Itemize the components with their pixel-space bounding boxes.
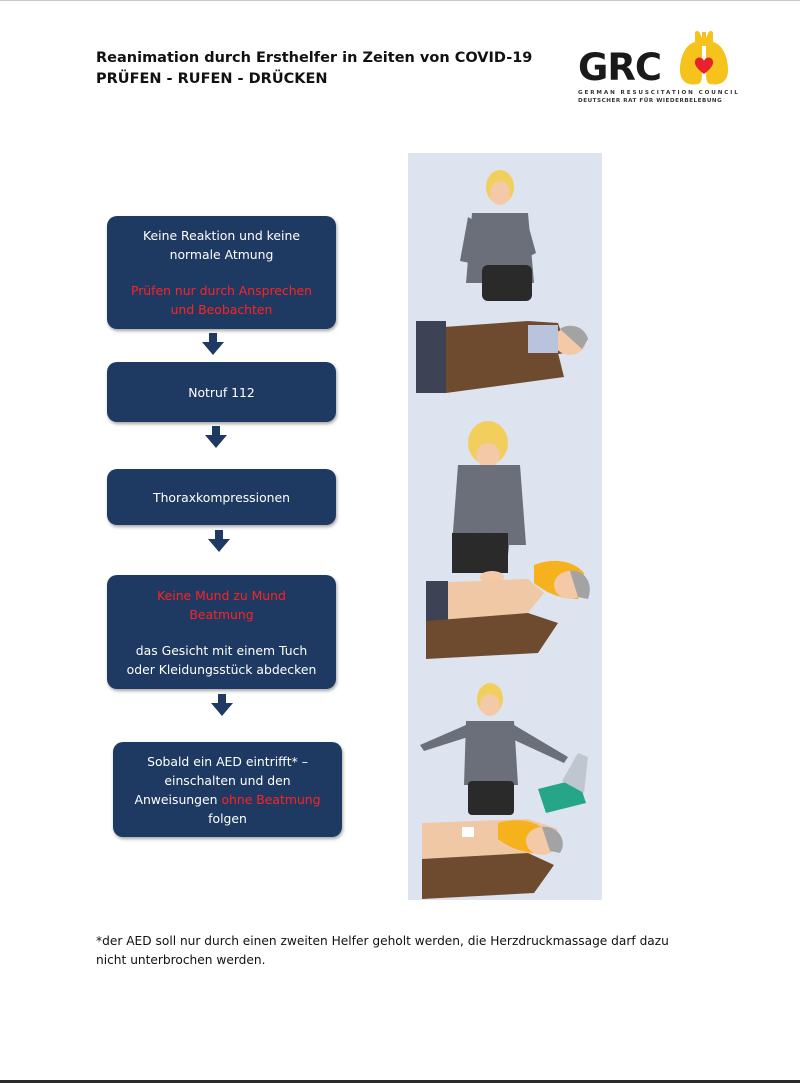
scene-calling <box>416 170 588 393</box>
down-arrow-icon <box>202 333 224 355</box>
step-4-line-2: oder Kleidungsstück abdecken <box>126 661 317 677</box>
step-4-line-1: das Gesicht mit einem Tuch <box>135 642 308 658</box>
step-aed: Sobald ein AED eintrifft* – einschalten … <box>113 742 342 837</box>
step-1-line-1: Keine Reaktion und keine <box>143 228 300 243</box>
logo-subtitle-en: GERMAN RESUSCITATION COUNCIL <box>578 90 740 96</box>
step-emergency-call: Notruf 112 <box>107 362 336 422</box>
grc-logo: GRC GERMAN RESUSCITATION COUNCIL DEUTSCH… <box>578 30 738 110</box>
step-no-response: Keine Reaktion und keine normale Atmung … <box>107 216 336 329</box>
scene-compressions <box>426 421 590 659</box>
logo-subtitle-de: DEUTSCHER RAT FÜR WIEDERBELEBUNG <box>578 98 723 104</box>
step-5-line-3-red: ohne Beatmung <box>221 791 321 807</box>
title-line-2: PRÜFEN - RUFEN - DRÜCKEN <box>96 71 328 87</box>
lungs-heart-logo-icon <box>680 30 728 85</box>
step-1-red-line-1: Prüfen nur durch Ansprechen <box>130 283 313 298</box>
step-chest-compressions: Thoraxkompressionen <box>107 469 336 525</box>
cpr-illustration <box>408 153 602 900</box>
down-arrow-icon <box>208 530 230 552</box>
step-no-ventilation: Keine Mund zu Mund Beatmung das Gesicht … <box>107 575 336 689</box>
step-2-text: Notruf 112 <box>188 384 255 400</box>
bottom-border <box>0 1080 800 1083</box>
step-5-line-2: einschalten und den <box>164 772 291 788</box>
step-5-line-1: Sobald ein AED eintrifft* – <box>147 753 308 769</box>
footnote-line-2: nicht unterbrochen werden. <box>96 953 266 967</box>
step-1-line-2: normale Atmung <box>169 247 274 262</box>
step-5-line-3-text: Anweisungen <box>134 791 222 807</box>
step-5-line-4: folgen <box>208 810 247 826</box>
cpr-illustration-drawing <box>416 170 590 899</box>
down-arrow-icon <box>205 426 227 448</box>
footnote-line-1: *der AED soll nur durch einen zweiten He… <box>96 934 669 948</box>
top-border <box>0 0 800 1</box>
step-5-line-3: Anweisungen ohne Beatmung <box>134 790 320 809</box>
step-4-red-line-1: Keine Mund zu Mund <box>157 587 286 603</box>
scene-aed <box>420 683 588 899</box>
step-4-red-line-2: Beatmung <box>189 606 254 622</box>
title-line-1: Reanimation durch Ersthelfer in Zeiten v… <box>96 50 533 66</box>
logo-abbreviation: GRC <box>578 46 662 89</box>
step-1-red-line-2: und Beobachten <box>170 302 273 317</box>
footnote: *der AED soll nur durch einen zweiten He… <box>96 932 706 970</box>
page-title: Reanimation durch Ersthelfer in Zeiten v… <box>96 48 532 90</box>
step-3-text: Thoraxkompressionen <box>153 489 290 505</box>
down-arrow-icon <box>211 694 233 716</box>
